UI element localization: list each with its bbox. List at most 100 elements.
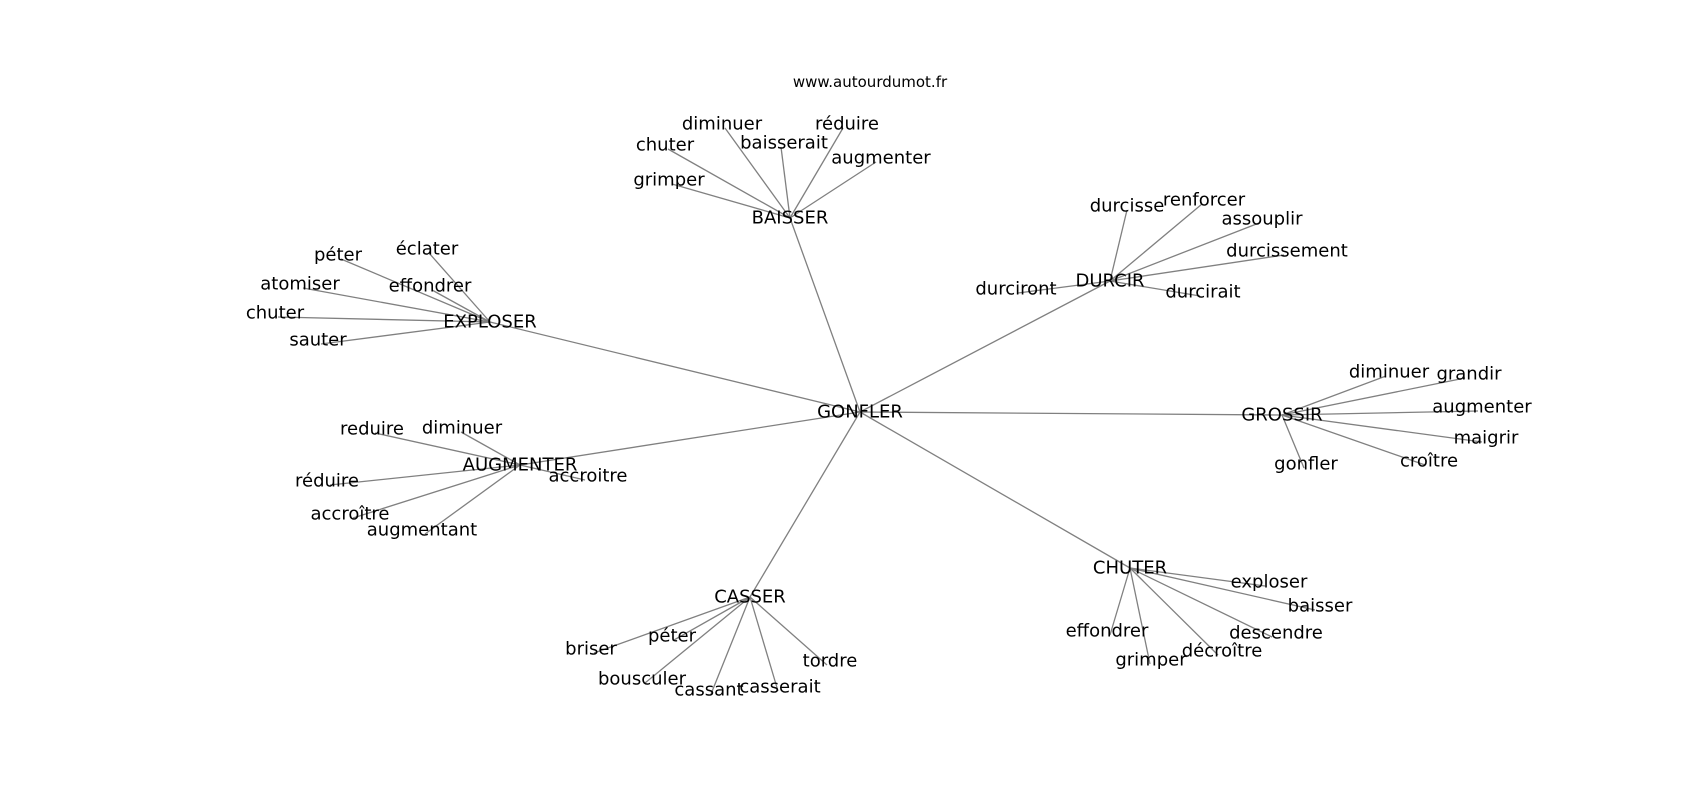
edge-hub-to-leaf: [724, 127, 791, 219]
edge-hub-to-leaf: [1129, 567, 1316, 611]
leaf-node: casserait: [739, 677, 820, 698]
label-layer: www.autourdumot.fr GONFLER BAISSER diminue…: [246, 73, 1532, 701]
leaf-node: augmenter: [1432, 397, 1532, 418]
leaf-node: croître: [1400, 451, 1458, 472]
edge-center-to-hub: [519, 411, 861, 466]
leaf-node: renforcer: [1163, 190, 1246, 211]
hub-node: BAISSER: [752, 208, 829, 229]
hub-node: DURCIR: [1075, 271, 1144, 292]
leaf-node: éclater: [396, 239, 459, 260]
edge-hub-to-leaf: [1109, 209, 1128, 282]
leaf-node: maigrir: [1454, 428, 1519, 449]
edge-center-to-hub: [859, 411, 1131, 569]
leaf-node: tordre: [803, 651, 858, 672]
edge-hub-to-leaf: [710, 596, 751, 695]
leaf-node: descendre: [1229, 623, 1323, 644]
leaf-node: durciront: [975, 279, 1056, 300]
edge-hub-to-leaf: [1281, 377, 1466, 416]
hub-node: CHUTER: [1093, 558, 1167, 579]
leaf-node: péter: [648, 626, 697, 647]
edge-hub-to-leaf: [667, 148, 791, 219]
edge-hub-to-leaf: [1281, 414, 1305, 469]
edge-center-to-hub: [859, 411, 1283, 416]
leaf-node: décroître: [1182, 641, 1263, 662]
leaf-node: grimper: [1115, 650, 1187, 671]
edge-hub-to-leaf: [673, 596, 751, 641]
edge-hub-to-leaf: [1281, 414, 1426, 466]
edge-hub-to-leaf: [428, 252, 491, 323]
leaf-node: durcisse: [1090, 196, 1165, 217]
leaf-node: atomiser: [260, 274, 340, 295]
leaf-node: durcissement: [1226, 241, 1348, 262]
hub-node: AUGMENTER: [463, 455, 578, 476]
edge-hub-to-leaf: [1017, 280, 1111, 294]
leaf-node: baisser: [1288, 596, 1353, 617]
leaf-node: gonfler: [1274, 454, 1338, 475]
leaf-node: assouplir: [1221, 209, 1303, 230]
edge-hub-to-leaf: [277, 316, 491, 323]
edge-hub-to-leaf: [460, 431, 521, 466]
center-node: GONFLER: [817, 402, 903, 423]
edge-hub-to-leaf: [780, 146, 791, 219]
leaf-node: accroitre: [549, 466, 628, 487]
edge-hub-to-leaf: [789, 161, 877, 219]
leaf-node: briser: [565, 639, 617, 660]
leaf-node: bousculer: [598, 669, 687, 690]
edge-center-to-hub: [489, 321, 861, 413]
edge-hub-to-leaf: [671, 183, 791, 219]
leaf-node: péter: [314, 245, 363, 266]
edge-hub-to-leaf: [1129, 567, 1151, 665]
leaf-node: augmenter: [831, 148, 931, 169]
leaf-node: sauter: [289, 330, 347, 351]
edge-hub-to-leaf: [644, 596, 751, 684]
edge-center-to-hub: [749, 411, 861, 598]
edge-hub-to-leaf: [1109, 222, 1260, 282]
edge-center-to-hub: [859, 280, 1111, 413]
edge-hub-to-leaf: [1281, 410, 1479, 416]
leaf-node: durcirait: [1165, 282, 1240, 303]
leaf-node: réduire: [295, 471, 359, 492]
edge-hub-to-leaf: [374, 432, 521, 466]
edge-hub-to-leaf: [1109, 567, 1131, 636]
leaf-node: diminuer: [682, 114, 763, 135]
edge-hub-to-leaf: [1109, 203, 1203, 282]
edge-hub-to-leaf: [424, 464, 521, 535]
leaf-node: baisserait: [740, 133, 828, 154]
edge-hub-to-leaf: [352, 464, 521, 519]
edge-hub-to-leaf: [519, 464, 586, 481]
leaf-node: diminuer: [1349, 362, 1430, 383]
edge-hub-to-leaf: [749, 596, 828, 666]
leaf-node: chuter: [246, 303, 305, 324]
edge-hub-to-leaf: [1109, 280, 1201, 297]
leaf-node: effondrer: [389, 276, 472, 297]
edge-hub-to-leaf: [320, 321, 491, 345]
edge-hub-to-leaf: [1129, 567, 1266, 587]
edge-hub-to-leaf: [1129, 567, 1273, 638]
edge-hub-to-leaf: [1129, 567, 1219, 656]
leaf-node: grimper: [633, 170, 705, 191]
leaf-node: cassant: [674, 680, 743, 701]
hub-node: CASSER: [714, 587, 786, 608]
leaf-node: réduire: [815, 114, 879, 135]
hub-node: EXPLOSER: [443, 312, 536, 333]
leaf-node: accroître: [311, 504, 390, 525]
edge-hub-to-leaf: [1281, 375, 1387, 416]
leaf-node: grandir: [1436, 364, 1502, 385]
edge-hub-to-leaf: [1281, 414, 1483, 443]
leaf-node: exploser: [1231, 572, 1308, 593]
edge-hub-to-leaf: [1109, 254, 1285, 282]
site-watermark: www.autourdumot.fr: [793, 73, 948, 91]
edge-hub-to-leaf: [593, 596, 751, 654]
edge-hub-to-leaf: [749, 596, 779, 692]
edge-hub-to-leaf: [340, 258, 491, 323]
edge-center-to-hub: [789, 217, 861, 413]
leaf-node: effondrer: [1066, 621, 1149, 642]
leaf-node: diminuer: [422, 418, 503, 439]
edge-hub-to-leaf: [329, 464, 521, 486]
leaf-node: augmentant: [367, 520, 477, 541]
leaf-node: reduire: [340, 419, 404, 440]
edge-hub-to-leaf: [431, 289, 491, 323]
hub-node: GROSSIR: [1241, 405, 1322, 426]
edge-hub-to-leaf: [302, 287, 491, 323]
